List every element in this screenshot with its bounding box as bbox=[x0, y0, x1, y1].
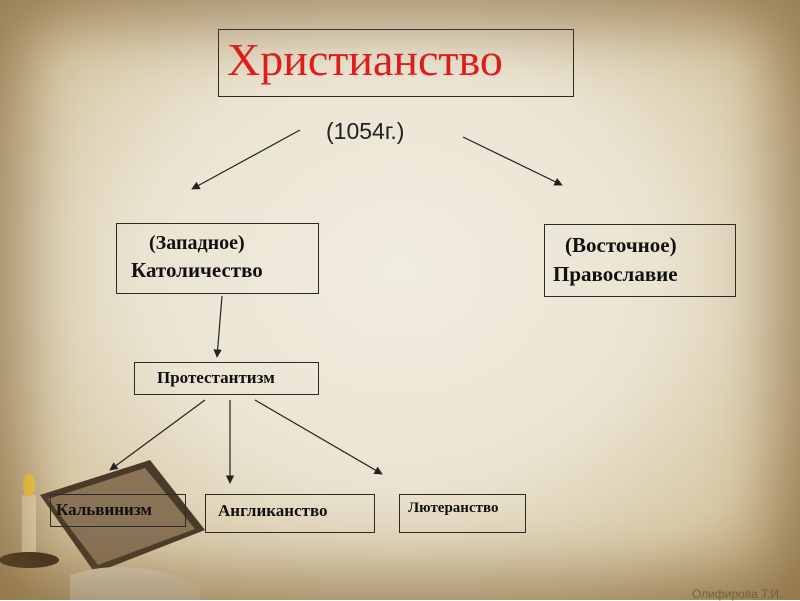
west-church-name: Католичество bbox=[131, 258, 263, 282]
arrow-to-protestantism bbox=[213, 295, 223, 358]
calvinism-label: Кальвинизм bbox=[56, 500, 153, 519]
arrow-to-west bbox=[191, 129, 301, 190]
schism-year: (1054г.) bbox=[326, 118, 405, 144]
anglicanism-label: Англиканство bbox=[218, 501, 328, 520]
author-credit: Олифирова Т.И. bbox=[692, 587, 783, 601]
west-church-box: (Западное) Католичество bbox=[116, 223, 319, 294]
title-box: Христианство bbox=[218, 29, 574, 97]
arrow-to-lutheranism bbox=[254, 399, 383, 475]
candle-holder bbox=[0, 552, 59, 568]
west-church-region: (Западное) bbox=[149, 232, 245, 254]
protestantism-box: Протестантизм bbox=[134, 362, 319, 395]
protestantism-label: Протестантизм bbox=[157, 368, 275, 387]
calvinism-box: Кальвинизм bbox=[50, 494, 186, 527]
east-church-box: (Восточное) Православие bbox=[544, 224, 736, 297]
scroll-paper bbox=[70, 567, 200, 600]
anglicanism-box: Англиканство bbox=[205, 494, 375, 533]
book-pages bbox=[48, 468, 195, 565]
east-church-name: Православие bbox=[553, 262, 678, 286]
east-church-region: (Восточное) bbox=[565, 233, 677, 257]
arrow-to-east bbox=[462, 136, 563, 186]
lutheranism-box: Лютеранство bbox=[399, 494, 526, 533]
candle-flame bbox=[23, 473, 35, 497]
diagram-title: Христианство bbox=[227, 34, 503, 85]
arrow-to-calvinism bbox=[109, 399, 206, 471]
candle-book-illustration bbox=[0, 460, 205, 600]
candle-stick bbox=[22, 495, 36, 555]
lutheranism-label: Лютеранство bbox=[408, 500, 499, 516]
